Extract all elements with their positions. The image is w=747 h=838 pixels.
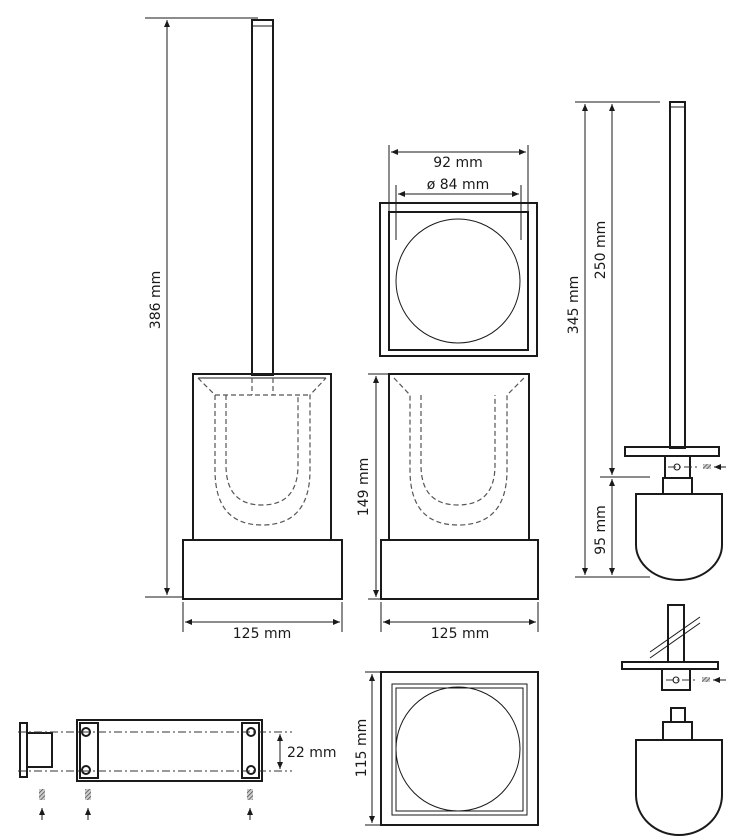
screw-icon (247, 789, 253, 800)
brush-head (635, 739, 723, 836)
inner-square (388, 211, 529, 351)
dimension-label: ø 84 mm (427, 177, 490, 193)
screw-icon (703, 464, 711, 469)
cup-opening (395, 218, 521, 344)
cup-base-circle (395, 686, 521, 812)
stem (670, 707, 686, 723)
bottom-view: 115 mm (354, 671, 539, 826)
bracket-body (27, 732, 53, 768)
dimension-label: 95 mm (593, 505, 609, 555)
dimension-label: 125 mm (431, 626, 489, 642)
mounting-hole (246, 765, 256, 775)
hidden-cup-inner (225, 395, 299, 506)
holder-front-view: 149 mm 125 mm (356, 373, 539, 642)
outer-square (380, 671, 539, 826)
dimension-label: 149 mm (356, 458, 372, 516)
dimension-label: 125 mm (233, 626, 291, 642)
wall-bracket: 22 mm (18, 719, 337, 820)
brush-side-view: 345 mm 250 mm 95 mm (566, 101, 726, 581)
screw-icon (39, 789, 45, 800)
break-line (649, 622, 701, 659)
hidden-cup-inner (420, 395, 496, 506)
bracket-end (241, 722, 260, 779)
top-view: 92 mm ø 84 mm (379, 145, 538, 357)
dimension-label: 115 mm (354, 719, 370, 777)
collar (662, 477, 693, 495)
bracket-plate (76, 719, 263, 782)
lid-plate (621, 661, 719, 670)
dimension-label: 250 mm (593, 221, 609, 279)
front-view-assembled: 386 mm 125 mm (145, 17, 343, 642)
inner-square (395, 687, 524, 812)
hidden-cup-outline (197, 377, 327, 526)
base (182, 539, 343, 600)
handle-rod (251, 19, 274, 376)
inner-square (391, 683, 528, 816)
base (380, 539, 539, 600)
dimension-label: 345 mm (566, 276, 582, 334)
screw-icon (702, 677, 710, 682)
dimension-label: 92 mm (433, 155, 483, 171)
dimension-label: 22 mm (287, 745, 337, 761)
break-line (649, 616, 701, 653)
collar (662, 721, 693, 741)
bracket-flange (19, 722, 28, 778)
dimension-label: 386 mm (148, 271, 164, 329)
brush-handle (669, 101, 686, 449)
outer-square (379, 202, 538, 357)
hidden-cup-outline (393, 377, 525, 526)
screw-icon (85, 789, 91, 800)
brush-exploded-view (621, 604, 726, 836)
brush-head (635, 493, 723, 581)
mounting-hole (81, 765, 91, 775)
bracket-end (79, 722, 99, 779)
